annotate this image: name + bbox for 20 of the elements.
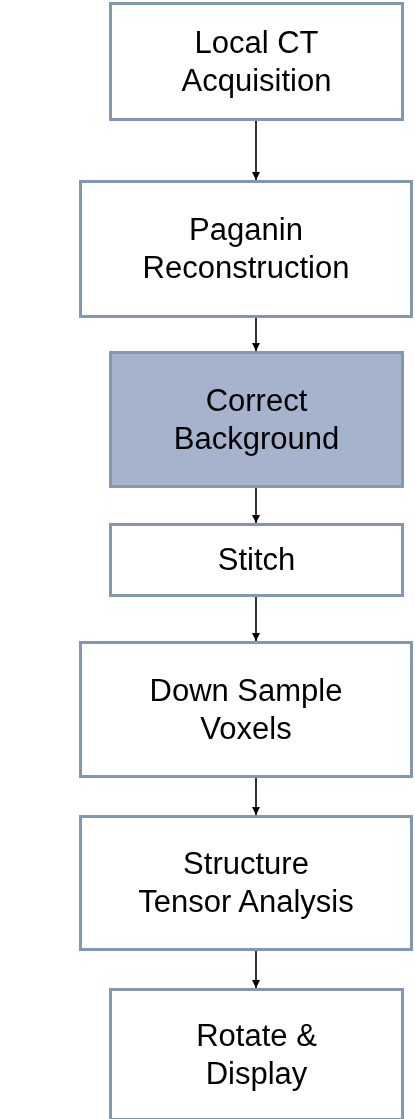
arrow bbox=[252, 120, 260, 181]
process-box bbox=[79, 180, 413, 318]
step-label: Rotate & Display bbox=[195, 1016, 318, 1093]
arrow bbox=[252, 487, 260, 524]
step-label: Structure Tensor Analysis bbox=[137, 845, 355, 921]
process-box bbox=[79, 815, 413, 951]
arrow bbox=[252, 317, 260, 352]
process-box bbox=[79, 641, 413, 778]
step-label: Local CT Acquisition bbox=[180, 23, 333, 100]
step-label: Correct Background bbox=[172, 381, 341, 458]
process-box bbox=[109, 988, 404, 1119]
process-box bbox=[109, 523, 404, 597]
arrow bbox=[252, 777, 260, 816]
arrow bbox=[252, 596, 260, 642]
process-box bbox=[109, 2, 404, 121]
step-label: Down Sample Voxels bbox=[148, 671, 344, 748]
step-label: Paganin Reconstruction bbox=[141, 211, 351, 287]
arrow bbox=[252, 950, 260, 989]
step-label: Stitch bbox=[217, 541, 296, 579]
process-box bbox=[109, 351, 404, 488]
